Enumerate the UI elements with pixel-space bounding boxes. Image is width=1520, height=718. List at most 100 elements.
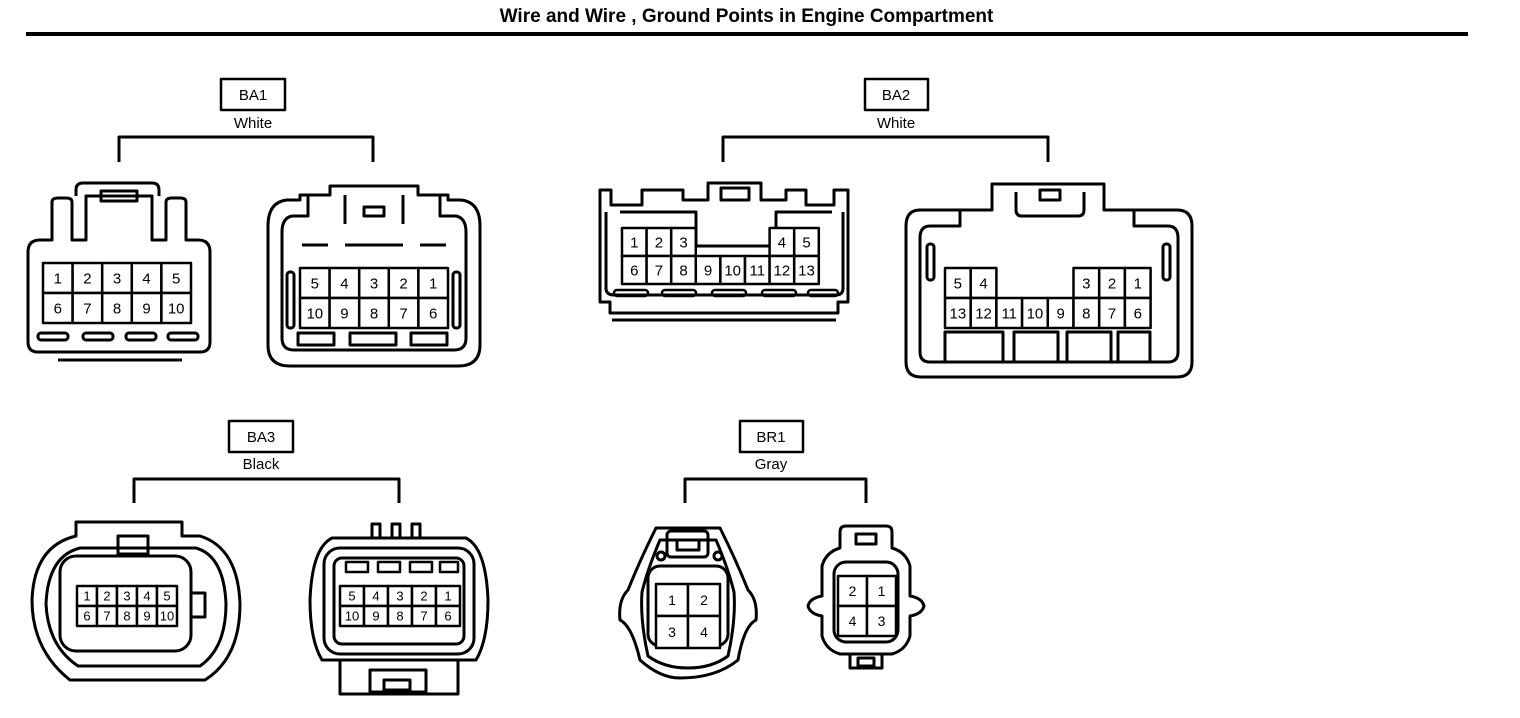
connector-ba1-male — [266, 184, 482, 368]
pin-number: 9 — [142, 300, 150, 317]
pin-cell — [160, 291, 193, 325]
latch-tab — [362, 205, 386, 218]
connector-ba1-female — [26, 181, 212, 362]
connector-code-label: BR1 — [756, 429, 785, 446]
pin-number: 1 — [83, 589, 90, 604]
pin-cell — [434, 604, 462, 628]
pin-number: 10 — [168, 300, 185, 317]
pin-number: 4 — [143, 589, 150, 604]
pin-number: 8 — [370, 305, 378, 322]
pin-cell — [865, 574, 898, 608]
pin-number: 1 — [1134, 275, 1142, 292]
pin-number: 2 — [1108, 275, 1116, 292]
connector-group-ba1: BA1 White — [26, 77, 482, 368]
pin-number: 3 — [370, 275, 378, 292]
connector-group-ba3: BA3 Black — [30, 419, 490, 696]
pin-number: 11 — [1001, 305, 1017, 322]
top-slots — [344, 560, 460, 574]
connector-inner-wall — [918, 210, 1180, 364]
latch — [116, 534, 150, 556]
title-rule — [26, 32, 1468, 36]
pin-number: 1 — [878, 583, 886, 599]
bracket — [721, 135, 1050, 162]
pin-number: 4 — [340, 275, 348, 292]
pin-number: 3 — [668, 624, 676, 640]
pin-cell — [130, 291, 163, 325]
connector-housing — [30, 520, 242, 682]
pin-number: 2 — [399, 275, 407, 292]
pin-number: 6 — [83, 609, 90, 624]
pin-number: 4 — [849, 613, 857, 629]
connector-color-label: White — [234, 115, 272, 132]
pin-cell — [1123, 266, 1152, 300]
bracket — [683, 477, 868, 503]
pin-number: 7 — [655, 262, 663, 279]
connector-br1-male — [806, 524, 926, 670]
bracket — [132, 477, 401, 503]
pin-number: 12 — [774, 262, 791, 279]
side-key — [189, 591, 207, 619]
pin-cell — [160, 261, 193, 295]
pin-cell — [654, 614, 690, 650]
pin-number: 1 — [630, 234, 638, 251]
pin-number: 4 — [778, 234, 786, 251]
pin-cell — [669, 226, 698, 258]
connector-ba2-female — [598, 181, 850, 322]
pin-number: 10 — [160, 609, 174, 624]
pin-number: 5 — [172, 270, 180, 287]
base-slots — [296, 331, 449, 347]
pin-number: 13 — [950, 305, 967, 322]
pin-number: 13 — [798, 262, 815, 279]
pin-number: 11 — [750, 262, 766, 279]
pin-cell — [743, 254, 771, 286]
pin-number: 10 — [724, 262, 741, 279]
latch-tab — [719, 186, 751, 202]
pin-number: 6 — [444, 609, 451, 624]
pin-number: 7 — [420, 609, 427, 624]
pin-cell — [995, 296, 1024, 330]
pin-number: 5 — [802, 234, 810, 251]
pin-number: 8 — [123, 609, 130, 624]
latch-tab — [99, 189, 139, 203]
pin-number: 10 — [1027, 305, 1044, 322]
connector-color-label: White — [877, 115, 915, 132]
pin-number: 7 — [83, 300, 91, 317]
pin-cell — [865, 604, 898, 638]
pin-number: 2 — [420, 589, 427, 604]
connector-color-label: Black — [243, 456, 280, 473]
pin-number: 1 — [444, 589, 451, 604]
pin-number: 3 — [396, 589, 403, 604]
connector-ba2-male — [904, 182, 1194, 379]
bracket — [117, 135, 375, 162]
pin-cell — [417, 296, 450, 330]
connector-housing — [26, 194, 212, 354]
pin-number: 2 — [103, 589, 110, 604]
latch-tab — [1038, 188, 1062, 202]
pin-number: 8 — [113, 300, 121, 317]
pin-number: 10 — [306, 305, 323, 322]
pin-number: 6 — [429, 305, 437, 322]
connector-code-label: BA3 — [247, 429, 275, 446]
pin-cell — [686, 614, 722, 650]
pin-cell — [1020, 296, 1050, 330]
pin-number: 6 — [54, 300, 62, 317]
connector-housing — [308, 536, 490, 662]
pin-number: 9 — [372, 609, 379, 624]
pin-number: 4 — [979, 275, 987, 292]
pin-cell — [792, 254, 821, 286]
pin-number: 2 — [849, 583, 857, 599]
pin-number: 9 — [1056, 305, 1064, 322]
pin-number: 3 — [1082, 275, 1090, 292]
latch — [74, 181, 161, 196]
pin-number: 2 — [655, 234, 663, 251]
pin-number: 8 — [1082, 305, 1090, 322]
